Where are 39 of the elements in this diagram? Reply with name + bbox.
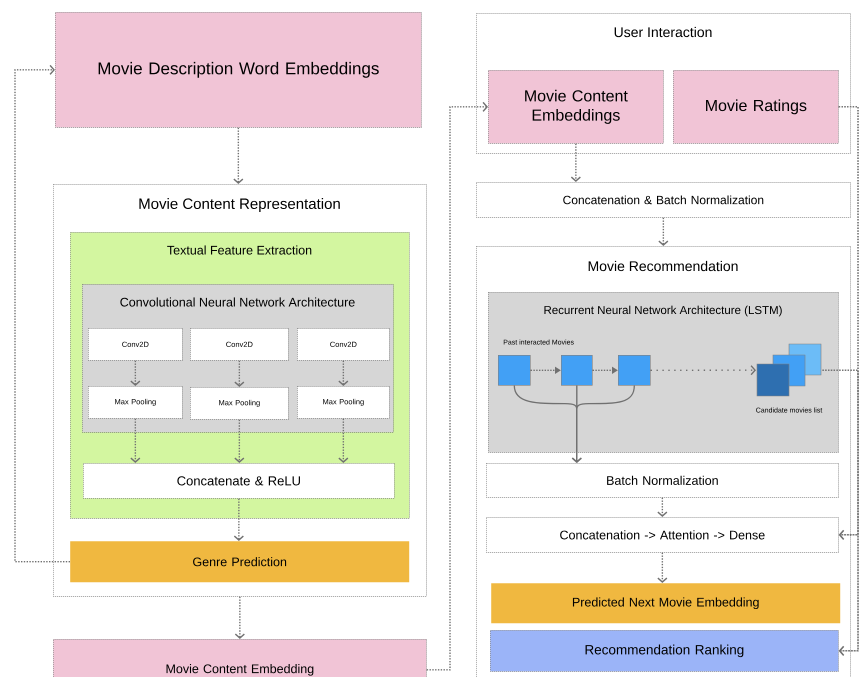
square [498, 355, 531, 386]
layer-box: Concatenate & ReLU [83, 463, 395, 499]
layer-box: Batch Normalization [486, 463, 839, 498]
layer-box: Concatenation -> Attention -> Dense [486, 517, 839, 553]
layer-box: Concatenation & Batch Normalization [476, 182, 851, 218]
arrow [234, 596, 245, 639]
panel-title: Movie Content Representation [139, 198, 340, 212]
embedding-box: Movie Ratings [673, 70, 839, 144]
arrow [338, 360, 348, 386]
arrow [338, 418, 348, 463]
panel-title: Convolutional Neural Network Architecture [120, 297, 355, 307]
arrow [658, 218, 668, 246]
arrow [130, 418, 140, 463]
embedding-box: Movie Content Embedding [53, 639, 427, 677]
arrow [657, 552, 668, 583]
arrow [657, 498, 668, 517]
arrow [570, 144, 581, 182]
panel-title: Movie Recommendation [588, 260, 738, 272]
square [561, 355, 593, 386]
arrow [426, 102, 488, 671]
arrow [14, 64, 70, 562]
arrow [572, 386, 635, 463]
stacked-squares-drawing [756, 344, 822, 396]
arrow [650, 365, 756, 376]
panel-title: Recurrent Neural Network Architecture (LSTM) [544, 306, 782, 316]
embedding-box: Movie Description Word Embeddings [55, 12, 422, 128]
square [618, 355, 651, 386]
arrow [234, 420, 244, 463]
arrow [234, 360, 244, 387]
output-box: Recommendation Ranking [490, 630, 839, 672]
arrow [822, 370, 859, 656]
arrow [233, 128, 244, 184]
arrow [234, 498, 244, 541]
output-box: Genre Prediction [70, 541, 410, 582]
arrow [130, 360, 140, 386]
embedding-box: Movie Content Embeddings [488, 70, 664, 144]
output-box: Predicted Next Movie Embedding [491, 583, 840, 624]
panel-title: User Interaction [614, 26, 712, 38]
panel-title: Textual Feature Extraction [167, 245, 312, 255]
